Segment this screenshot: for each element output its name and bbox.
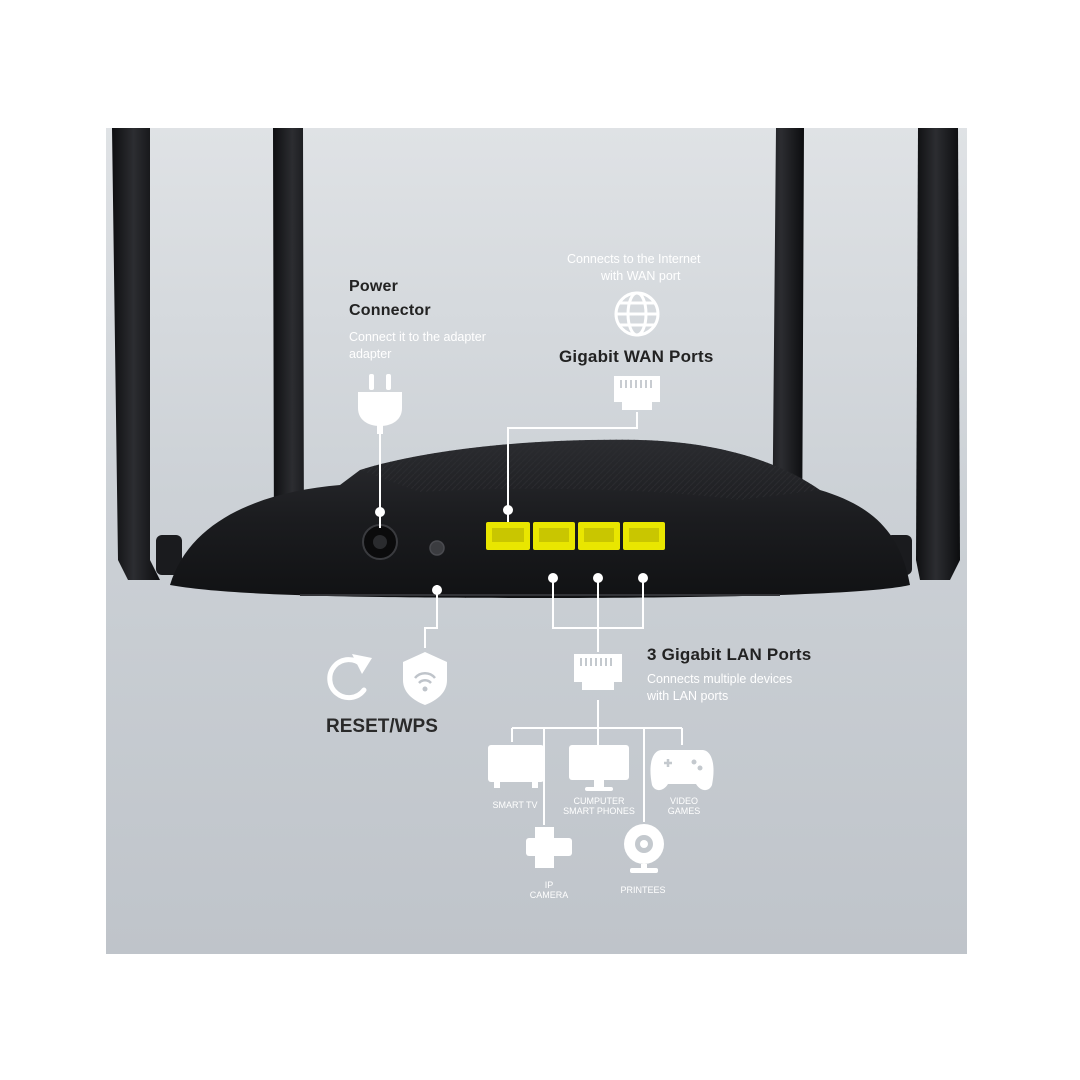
lan-port-2 — [578, 522, 620, 550]
video-games-label-line2: GAMES — [667, 806, 701, 816]
wan-ethernet-icon — [614, 376, 660, 410]
ip-camera-label-line2: CAMERA — [529, 890, 569, 900]
lan-ethernet-icon — [574, 654, 622, 690]
power-connector-title-line1: Power — [349, 278, 399, 295]
printer-icon — [526, 827, 572, 868]
printers-label: PRINTEES — [620, 885, 666, 895]
smart-tv-icon — [488, 745, 544, 788]
ip-camera-label-line1: IP — [544, 880, 554, 890]
antenna-left-outer — [112, 128, 182, 580]
lan-port-1 — [533, 522, 575, 550]
callout-dots — [375, 505, 648, 595]
smart-tv-label: SMART TV — [492, 800, 538, 810]
wps-shield-icon — [403, 652, 447, 705]
antenna-right-outer — [886, 128, 960, 580]
lan-port-3 — [623, 522, 665, 550]
antenna-right-inner — [762, 128, 804, 580]
computer-label-line2: SMART PHONES — [563, 806, 635, 816]
power-connector-desc-line2: adapter — [349, 347, 392, 361]
wan-port — [486, 522, 530, 550]
power-connector-title-line2: Connector — [349, 302, 431, 319]
computer-label-line1: CUMPUTER — [573, 796, 625, 806]
video-games-label-line1: VIDEO — [669, 796, 698, 806]
lan-ports-title: 3 Gigabit LAN Ports — [647, 645, 812, 664]
power-jack — [362, 524, 398, 560]
reset-wps-title: RESET/WPS — [326, 716, 438, 737]
lan-desc-line1: Connects multiple devices — [647, 672, 793, 686]
power-plug-icon — [358, 374, 402, 434]
reset-button-hole — [429, 540, 445, 556]
power-connector-desc-line1: Connect it to the adapter — [349, 330, 486, 344]
router-body — [170, 439, 910, 598]
wan-ports-title: Gigabit WAN Ports — [559, 347, 714, 366]
webcam-icon — [624, 824, 664, 873]
game-controller-icon — [650, 750, 714, 791]
antenna-left-inner — [273, 128, 316, 580]
wan-desc-line1: Connects to the Internet — [567, 252, 701, 266]
globe-icon — [614, 291, 660, 337]
wan-desc-line2: with WAN port — [601, 269, 681, 283]
computer-icon — [569, 745, 629, 791]
reset-arrow-icon — [327, 654, 372, 701]
lan-desc-line2: with LAN ports — [647, 689, 729, 703]
